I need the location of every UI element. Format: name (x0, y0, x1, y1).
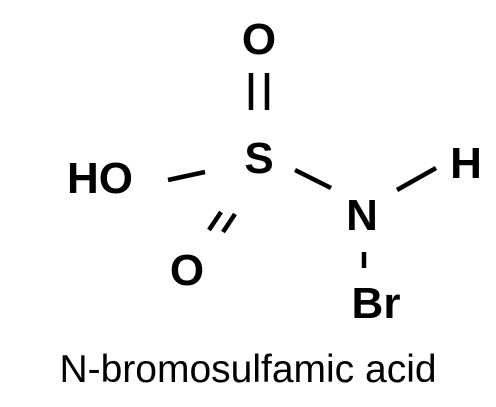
bond-s-o-top-double (248, 73, 270, 110)
atom-oxygen-top: O (242, 15, 276, 64)
atom-hydroxyl: HO (67, 154, 133, 203)
bond-ho-s (167, 169, 206, 183)
atom-bromine: Br (352, 279, 401, 328)
atom-oxygen-bottom: O (170, 246, 204, 295)
bond-s-n (293, 167, 333, 191)
atom-hydrogen: H (450, 139, 482, 188)
atom-nitrogen: N (346, 191, 378, 240)
bond-s-o-bottom-double (207, 210, 237, 234)
molecule-name-caption: N-bromosulfamic acid (59, 348, 437, 391)
bond-n-h (395, 166, 438, 192)
atom-sulfur: S (244, 134, 273, 183)
